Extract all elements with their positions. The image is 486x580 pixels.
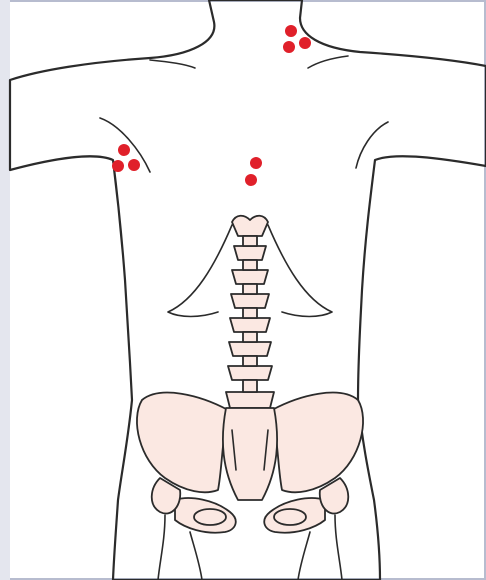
- marker-dot: [283, 41, 295, 53]
- marker-dot: [250, 157, 262, 169]
- marker-dot: [112, 160, 124, 172]
- marker-dot: [245, 174, 257, 186]
- marker-dot: [285, 25, 297, 37]
- marker-dot: [118, 144, 130, 156]
- marker-dot: [128, 159, 140, 171]
- frame-left-bar: [0, 0, 10, 580]
- marker-dot: [299, 37, 311, 49]
